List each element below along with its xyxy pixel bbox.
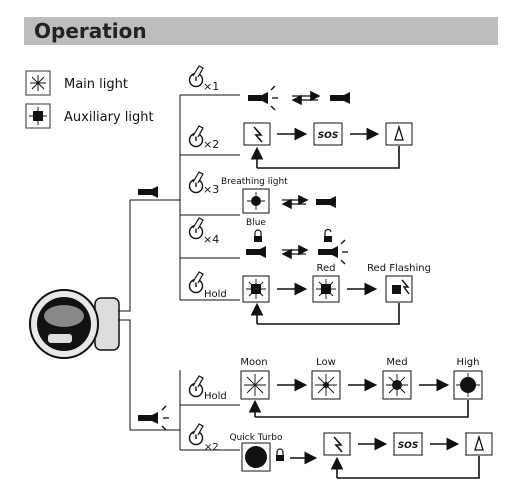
page-title: Operation	[34, 19, 147, 43]
step-press-3: ×3	[203, 183, 219, 196]
flashlight-icon	[316, 196, 336, 208]
beacon-icon	[248, 85, 278, 111]
step-hold: Hold	[204, 289, 227, 300]
legend-main-light: Main light	[25, 70, 128, 96]
beacon-icon	[318, 239, 348, 265]
red-flashing-label: Red Flashing	[367, 263, 431, 274]
moon-label: Moon	[240, 357, 267, 368]
finger-press-icon	[188, 217, 204, 240]
svg-text:SOS: SOS	[398, 441, 419, 451]
med-mode: Med	[382, 357, 412, 400]
moon-mode: Moon	[240, 357, 270, 400]
sos-icon	[393, 432, 423, 456]
finger-press-icon	[188, 423, 204, 446]
strobe-icon	[243, 122, 271, 146]
low-mode: Low	[311, 357, 341, 400]
quick-turbo-label: Quick Turbo	[229, 433, 283, 443]
headlamp-device	[29, 289, 120, 359]
finger-press-icon	[188, 171, 204, 194]
finger-press-icon	[188, 271, 204, 294]
flashlight-icon	[138, 186, 158, 198]
red-label: Red	[317, 263, 336, 274]
step-press-2-lower: ×2	[204, 442, 219, 453]
flashlight-icon	[246, 246, 266, 258]
step-press-1: ×1	[203, 80, 219, 93]
breathing-light-label: Breathing light	[221, 177, 288, 187]
step-hold-lower: Hold	[204, 391, 227, 402]
svg-text:SOS: SOS	[318, 131, 339, 141]
med-label: Med	[386, 357, 407, 368]
high-label: High	[457, 357, 480, 368]
legend-main-label: Main light	[64, 77, 128, 92]
legend-aux-label: Auxiliary light	[64, 110, 154, 125]
finger-press-icon	[188, 375, 204, 398]
step-press-4: ×4	[203, 233, 219, 246]
flashlight-icon	[330, 92, 350, 104]
section-header: Operation	[24, 17, 498, 45]
blue-label: Blue	[246, 218, 266, 228]
step-press-2: ×2	[203, 138, 219, 151]
beacon-icon	[138, 405, 169, 431]
beacon-icon	[385, 122, 413, 146]
beacon-icon	[465, 432, 493, 456]
legend-aux-light: Auxiliary light	[25, 103, 154, 129]
finger-press-icon	[188, 65, 204, 88]
unlock-icon	[324, 228, 332, 242]
strobe-icon	[323, 432, 351, 456]
finger-press-icon	[188, 125, 204, 148]
low-label: Low	[316, 357, 336, 368]
sos-icon	[313, 122, 343, 146]
lock-icon	[254, 229, 262, 242]
lock-icon	[276, 448, 284, 461]
high-mode: High	[453, 357, 483, 400]
